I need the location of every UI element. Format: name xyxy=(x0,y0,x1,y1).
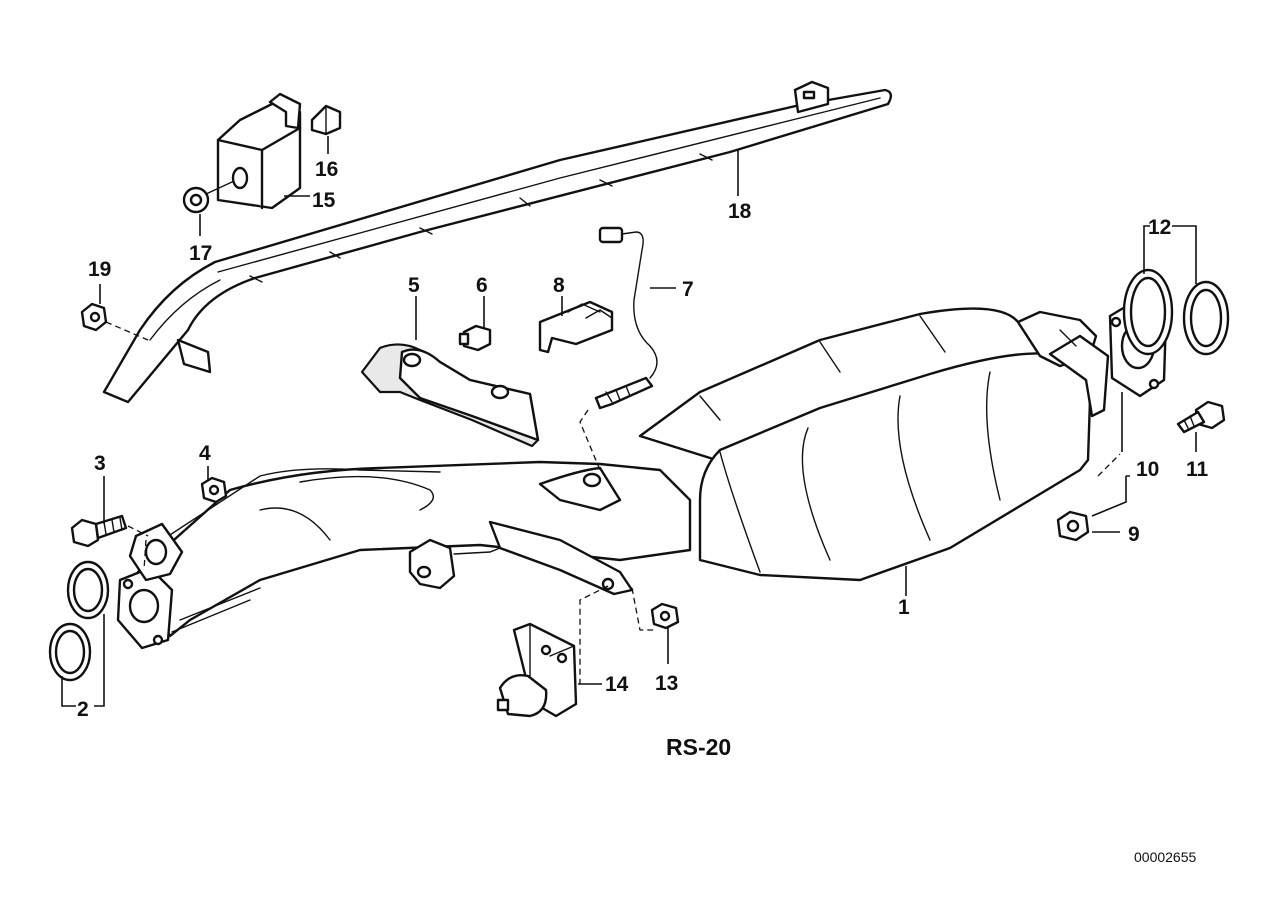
callout-9: 9 xyxy=(1128,523,1140,546)
nut-13 xyxy=(650,602,680,630)
callout-3: 3 xyxy=(94,452,106,475)
callout-16: 16 xyxy=(315,158,338,181)
callout-14: 14 xyxy=(605,673,629,696)
pipe-hanger-bracket xyxy=(408,520,634,596)
oxygen-sensor xyxy=(594,226,658,410)
bolt-3 xyxy=(70,514,128,548)
callout-10: 10 xyxy=(1136,458,1159,481)
heat-shield-strip xyxy=(102,80,893,404)
callout-2: 2 xyxy=(77,698,89,721)
callout-12: 12 xyxy=(1148,216,1171,239)
heat-shield-bracket xyxy=(360,343,540,448)
group-code: RS-20 xyxy=(666,734,731,760)
gaskets-12 xyxy=(1122,268,1230,356)
sensor-holder xyxy=(538,300,614,354)
clip xyxy=(310,104,342,136)
bracket xyxy=(216,92,302,210)
nut-9 xyxy=(1056,510,1090,542)
callout-1: 1 xyxy=(898,596,910,619)
rubber-mount xyxy=(496,622,578,718)
callout-18: 18 xyxy=(728,200,752,223)
bolt-11 xyxy=(1176,400,1226,434)
callout-15: 15 xyxy=(312,189,336,212)
bolt-6 xyxy=(458,324,492,352)
callout-5: 5 xyxy=(408,274,420,297)
callout-19: 19 xyxy=(88,258,111,281)
leader-lines xyxy=(61,136,1197,707)
catalytic-converter xyxy=(638,307,1110,582)
callout-7: 7 xyxy=(682,278,694,301)
callout-4: 4 xyxy=(199,442,211,465)
callout-labels: 1 2 3 4 5 6 7 8 9 10 11 12 13 14 15 16 1… xyxy=(77,158,1209,721)
callout-8: 8 xyxy=(553,274,565,297)
gaskets-2 xyxy=(48,560,110,682)
callout-6: 6 xyxy=(476,274,488,297)
reference-number: 00002655 xyxy=(1134,849,1197,865)
nut-4 xyxy=(200,476,228,504)
callout-13: 13 xyxy=(655,672,678,695)
nut-19 xyxy=(80,302,108,332)
callout-17: 17 xyxy=(189,242,212,265)
nut-17 xyxy=(182,181,233,214)
callout-11: 11 xyxy=(1186,458,1209,481)
